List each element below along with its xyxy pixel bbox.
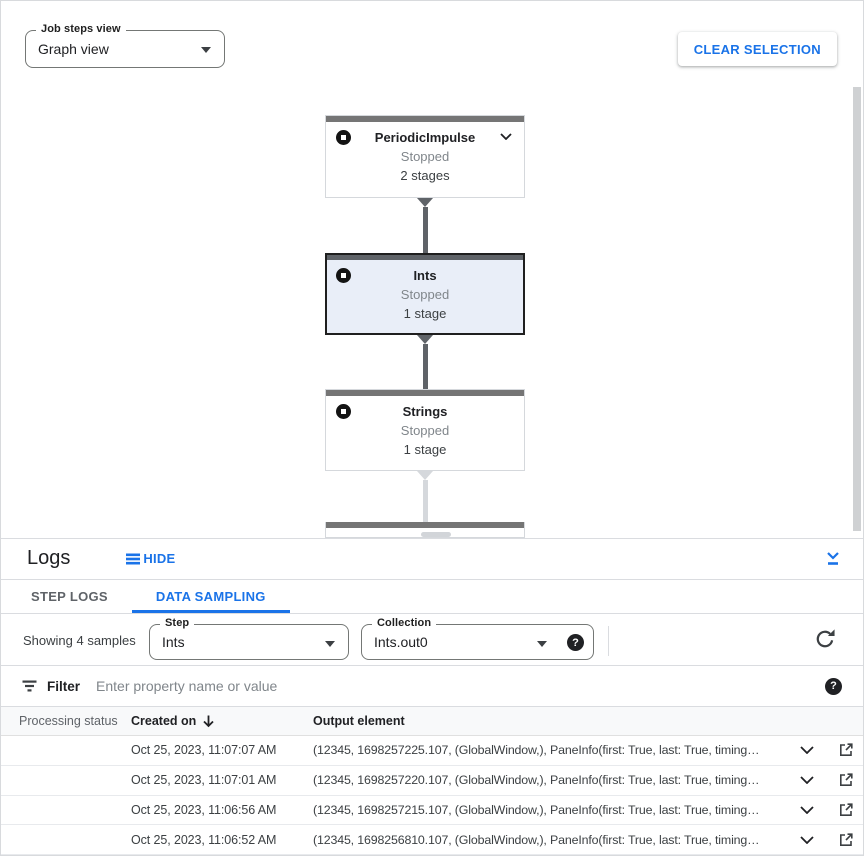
sample-count-text: Showing 4 samples — [23, 633, 136, 649]
graph-edge — [409, 198, 441, 253]
log-lines-icon — [126, 553, 141, 565]
edge-arrow-icon — [417, 335, 433, 344]
filter-help-icon[interactable]: ? — [825, 677, 842, 695]
tab-step-logs[interactable]: STEP LOGS — [31, 588, 108, 604]
sort-descending-icon — [203, 715, 214, 728]
hide-logs-button[interactable]: HIDE — [126, 551, 175, 566]
created-on-cell: Oct 25, 2023, 11:06:52 AM — [131, 832, 277, 847]
graph-edge — [409, 335, 441, 389]
node-status: Stopped — [400, 287, 450, 302]
filter-bar: Filter ? — [1, 666, 863, 708]
logs-panel-title: Logs — [27, 547, 71, 570]
dropdown-arrow-icon — [537, 641, 547, 648]
expand-row-button[interactable] — [785, 836, 829, 844]
graph-node-periodicimpulse[interactable]: PeriodicImpulse Stopped 2 stages — [325, 115, 525, 198]
job-steps-view-select-label: Job steps view — [36, 23, 126, 35]
refresh-button[interactable] — [815, 629, 835, 652]
graph-node-ints[interactable]: Ints Stopped 1 stage — [325, 253, 525, 335]
edge-arrow-icon — [417, 471, 433, 480]
divider — [608, 626, 609, 657]
graph-node-strings[interactable]: Strings Stopped 1 stage — [325, 389, 525, 471]
open-in-new-button[interactable] — [829, 743, 863, 757]
open-in-new-button[interactable] — [829, 773, 863, 787]
table-row[interactable]: Oct 25, 2023, 11:06:56 AM (12345, 169825… — [1, 796, 863, 826]
graph-node-partial[interactable] — [325, 522, 525, 538]
node-title: Strings — [402, 404, 448, 419]
collection-select[interactable]: Collection Ints.out0 ? — [361, 617, 594, 661]
collapse-panel-button[interactable] — [825, 551, 841, 566]
clear-selection-button[interactable]: CLEAR SELECTION — [677, 32, 837, 66]
column-created-on[interactable]: Created on — [131, 714, 313, 728]
node-top-bar — [326, 390, 524, 396]
open-in-new-icon — [840, 833, 853, 846]
column-output-element: Output element — [313, 714, 405, 729]
divider — [1, 578, 863, 580]
open-in-new-icon — [840, 743, 853, 757]
node-stages: 1 stage — [403, 306, 447, 321]
filter-label: Filter — [47, 678, 81, 694]
expand-row-button[interactable] — [785, 776, 829, 785]
output-element-cell: (12345, 1698257225.107, (GlobalWindow,),… — [313, 743, 760, 758]
created-on-cell: Oct 25, 2023, 11:06:56 AM — [131, 802, 277, 817]
graph-edge — [409, 471, 441, 522]
node-title: PeriodicImpulse — [374, 130, 476, 145]
open-in-new-icon — [840, 773, 853, 787]
sampling-controls: Showing 4 samples Step Ints Collection I… — [1, 614, 863, 666]
tab-data-sampling[interactable]: DATA SAMPLING — [132, 580, 290, 614]
job-steps-view-select[interactable]: Job steps view Graph view — [25, 23, 225, 68]
step-select-label: Step — [160, 617, 195, 630]
horizontal-scrollbar-thumb[interactable] — [421, 532, 451, 537]
collection-select-label: Collection — [372, 617, 437, 630]
node-top-bar — [326, 116, 524, 122]
output-element-cell: (12345, 1698257215.107, (GlobalWindow,),… — [313, 802, 760, 817]
vertical-scrollbar-thumb[interactable] — [853, 87, 861, 531]
output-element-cell: (12345, 1698256810.107, (GlobalWindow,),… — [313, 832, 760, 847]
step-select-value: Ints — [162, 634, 185, 651]
expand-row-button[interactable] — [785, 746, 829, 755]
refresh-icon — [816, 629, 835, 648]
created-on-cell: Oct 25, 2023, 11:07:01 AM — [131, 773, 277, 788]
logs-tabs: STEP LOGS DATA SAMPLING — [1, 580, 863, 615]
stopped-status-icon — [336, 268, 351, 283]
table-row[interactable]: Oct 25, 2023, 11:07:01 AM (12345, 169825… — [1, 766, 863, 796]
stopped-status-icon — [336, 130, 351, 145]
table-header: Processing status Created on Output elem… — [1, 707, 863, 737]
table-row[interactable]: Oct 25, 2023, 11:07:07 AM (12345, 169825… — [1, 736, 863, 766]
chevron-down-icon[interactable] — [500, 133, 512, 140]
open-in-new-button[interactable] — [829, 833, 863, 847]
node-status: Stopped — [400, 149, 450, 164]
column-processing-status: Processing status — [19, 714, 118, 729]
filter-icon — [22, 680, 37, 692]
open-in-new-icon — [840, 803, 853, 816]
chevron-down-icon — [800, 746, 814, 755]
output-element-cell: (12345, 1698257220.107, (GlobalWindow,),… — [313, 773, 760, 788]
step-select[interactable]: Step Ints — [149, 617, 349, 661]
expand-row-button[interactable] — [785, 806, 829, 814]
collection-help-icon[interactable]: ? — [567, 634, 584, 652]
node-top-bar — [326, 522, 524, 528]
dropdown-arrow-icon — [201, 47, 211, 53]
node-stages: 1 stage — [403, 442, 447, 457]
chevron-down-icon — [800, 776, 814, 785]
hide-button-label: HIDE — [143, 551, 176, 567]
node-top-bar — [327, 255, 523, 260]
open-in-new-button[interactable] — [829, 803, 863, 817]
node-status: Stopped — [400, 423, 450, 438]
dropdown-arrow-icon — [325, 641, 335, 648]
chevron-down-icon — [800, 836, 814, 844]
node-stages: 2 stages — [400, 168, 450, 183]
chevron-down-icon — [800, 806, 814, 814]
node-title: Ints — [413, 268, 437, 283]
job-steps-view-select-value: Graph view — [38, 41, 109, 57]
filter-input[interactable] — [96, 678, 825, 695]
edge-arrow-icon — [417, 198, 433, 207]
logs-panel-header: Logs HIDE — [1, 539, 863, 579]
logs-panel: Logs HIDE STEP LOGS DATA SAMPLING Showin… — [1, 538, 863, 855]
created-on-cell: Oct 25, 2023, 11:07:07 AM — [131, 743, 277, 758]
stopped-status-icon — [336, 404, 351, 419]
collection-select-value: Ints.out0 — [374, 634, 428, 651]
collapse-down-icon — [827, 552, 839, 566]
table-row[interactable]: Oct 25, 2023, 11:06:52 AM (12345, 169825… — [1, 825, 863, 855]
